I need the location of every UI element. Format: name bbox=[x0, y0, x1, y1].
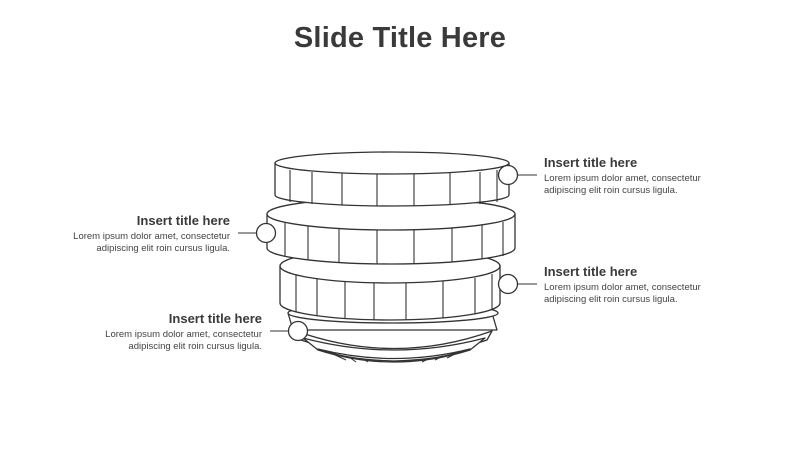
stack-layer-1 bbox=[274, 151, 510, 207]
stack-layer-2 bbox=[266, 197, 516, 265]
callout-4: Insert title here Lorem ipsum dolor amet… bbox=[22, 311, 262, 353]
callout-title: Insert title here bbox=[544, 155, 638, 170]
callout-text-line: Lorem ipsum dolor amet, consectetur bbox=[544, 282, 701, 293]
callout-text-line: Lorem ipsum dolor amet, consectetur bbox=[544, 173, 701, 184]
marker-circle-2 bbox=[255, 222, 277, 244]
marker-circle-3 bbox=[497, 273, 519, 295]
callout-title: Insert title here bbox=[136, 213, 230, 228]
callout-title: Insert title here bbox=[168, 311, 262, 326]
callout-text-line: Lorem ipsum dolor amet, consectetur bbox=[105, 329, 262, 340]
callout-1: Insert title here Lorem ipsum dolor amet… bbox=[544, 155, 784, 197]
callout-title: Insert title here bbox=[544, 264, 638, 279]
callout-text-line: adipiscing elit roin cursus ligula. bbox=[544, 294, 678, 305]
callout-text-line: adipiscing elit roin cursus ligula. bbox=[544, 185, 678, 196]
callout-text-line: Lorem ipsum dolor amet, consectetur bbox=[73, 231, 230, 242]
slide-title: Slide Title Here bbox=[293, 22, 507, 54]
callout-2: Insert title here Lorem ipsum dolor amet… bbox=[0, 213, 230, 255]
marker-circle-4 bbox=[287, 320, 309, 342]
callout-3: Insert title here Lorem ipsum dolor amet… bbox=[544, 264, 784, 306]
callout-text-line: adipiscing elit roin cursus ligula. bbox=[128, 341, 262, 352]
callout-text-line: adipiscing elit roin cursus ligula. bbox=[96, 243, 230, 254]
marker-circle-1 bbox=[497, 164, 519, 186]
